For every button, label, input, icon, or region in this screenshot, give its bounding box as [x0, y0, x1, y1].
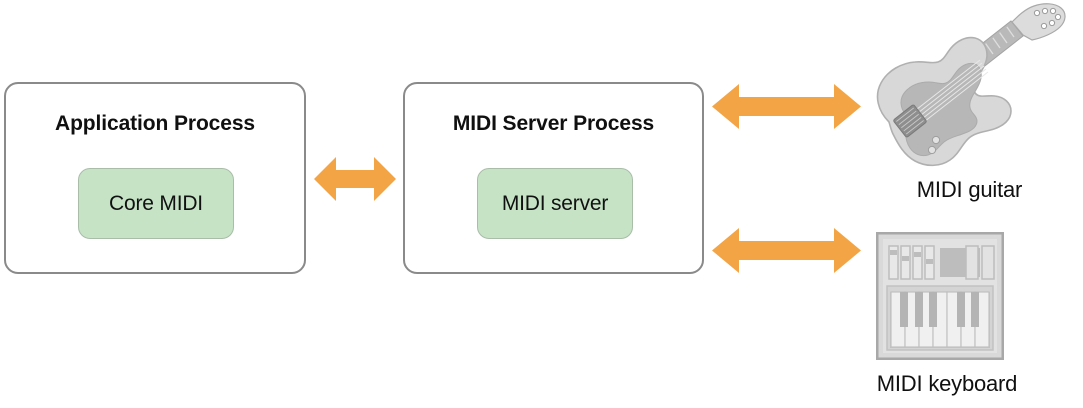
arrow-app-to-server: [314, 157, 396, 201]
midi-server-box: MIDI server: [477, 168, 633, 239]
application-process-box: Application Process Core MIDI: [4, 82, 306, 274]
electric-guitar-icon: [876, 3, 1066, 167]
arrow-server-to-guitar: [712, 84, 861, 129]
application-process-title: Application Process: [55, 112, 255, 135]
double-headed-arrow-icon: [314, 157, 396, 201]
arrow-server-to-keyboard: [712, 228, 861, 273]
double-headed-arrow-icon: [712, 228, 861, 273]
double-headed-arrow-icon: [712, 84, 861, 129]
midi-server-label: MIDI server: [501, 191, 609, 215]
midi-keyboard-icon: [876, 232, 1004, 360]
core-midi-label: Core MIDI: [109, 191, 203, 215]
midi-keyboard-caption: MIDI keyboard: [876, 371, 1018, 396]
midi-server-process-title: MIDI Server Process: [452, 112, 655, 135]
midi-keyboard-figure: [876, 232, 1004, 360]
midi-server-process-box: MIDI Server Process MIDI server: [403, 82, 704, 274]
midi-guitar-figure: [862, 0, 1077, 170]
midi-guitar-caption: MIDI guitar: [916, 177, 1023, 202]
core-midi-box: Core MIDI: [78, 168, 234, 239]
